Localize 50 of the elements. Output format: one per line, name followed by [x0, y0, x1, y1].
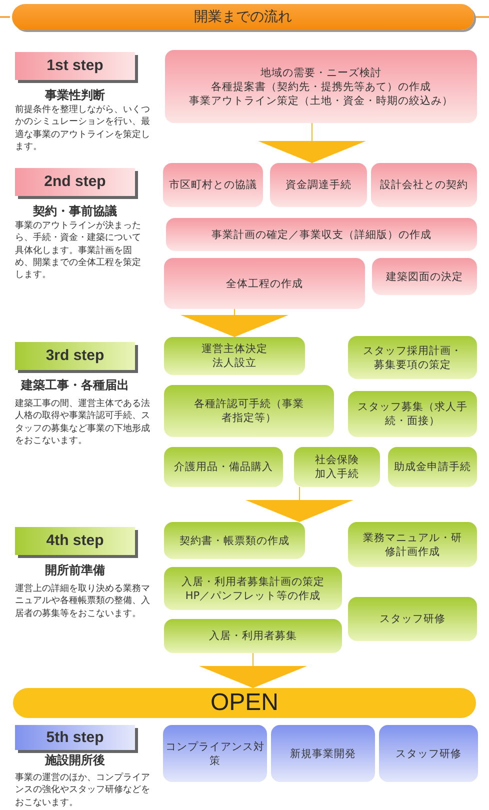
step-description: 運営上の詳細を取り決める業務マニュアルや各種帳票類の整備、入居者の募集等をおこないます。	[15, 583, 150, 620]
task-box: 設計会社との契約	[371, 163, 477, 207]
open-banner: OPEN	[13, 688, 476, 718]
task-box: 全体工程の作成	[164, 258, 365, 309]
step-heading: 事業性判断	[44, 88, 106, 103]
task-text: 事業アウトライン策定（土地・資金・時期の絞込み）	[189, 94, 453, 108]
task-box	[164, 567, 342, 610]
chevron-arrow	[180, 308, 288, 338]
task-text: 各種提案書（契約先・提携先等あて）の作成	[211, 80, 431, 94]
chevron-arrow	[258, 122, 366, 164]
task-box: 社会保険加入手続	[294, 447, 380, 487]
task-box: スタッフ募集（求人手続・面接）	[348, 391, 477, 437]
step-label: 3rd step	[15, 342, 135, 370]
chevron-arrow	[199, 652, 307, 688]
step-label: 2nd step	[15, 168, 135, 196]
step-label: 1st step	[15, 52, 135, 80]
title-banner: 開業までの流れ	[12, 4, 474, 30]
task-text: HP／パンフレット等の作成	[185, 588, 321, 602]
task-box	[165, 50, 477, 123]
task-box: コンプライアンス対策	[163, 725, 267, 782]
task-box: スタッフ研修	[379, 725, 478, 782]
step-heading: 契約・事前協議	[32, 204, 118, 219]
task-box: スタッフ採用計画・募集要項の策定	[348, 336, 477, 379]
task-box: スタッフ研修	[348, 597, 477, 641]
step-label: 4th step	[15, 527, 135, 555]
step-heading: 施設開所後	[44, 753, 106, 768]
task-box: 業務マニュアル・研修計画作成	[348, 522, 477, 567]
task-text: 入居・利用者募集計画の策定	[182, 574, 324, 588]
step-description: 事業の運営のほか、コンプライアンスの強化やスタッフ研修などをおこないます。	[15, 772, 151, 809]
step-heading: 建築工事・各種届出	[19, 378, 130, 393]
task-box	[164, 337, 305, 375]
task-box: 建築図面の決定	[372, 258, 477, 295]
task-text: 運営主体決定	[202, 342, 268, 356]
task-box: 事業計画の確定／事業収支（詳細版）の作成	[166, 218, 477, 251]
task-box: 助成金申請手続	[388, 447, 477, 487]
task-box: 介護用品・備品購入	[164, 447, 283, 487]
task-box: 契約書・帳票類の作成	[164, 522, 305, 559]
task-box: 入居・利用者募集	[164, 619, 342, 653]
step-description: 事業のアウトラインが決まったら、手続・資金・建築について具体化します。事業計画を固め、開業までの全体工程を策定します。	[15, 220, 142, 282]
step-label: 5th step	[15, 725, 135, 750]
task-box: 新規事業開発	[271, 725, 375, 782]
task-box: 資金調達手続	[270, 163, 367, 207]
chevron-arrow	[246, 486, 354, 522]
step-heading: 開所前準備	[44, 563, 106, 578]
step-description: 前提条件を整理しながら、いくつかのシミュレーションを行い、最適な事業のアウトラインを策定します。	[15, 104, 151, 154]
task-text: 法人設立	[212, 356, 256, 370]
step-description: 建築工事の間、運営主体である法人格の取得や事業許認可手続、スタッフの募集など事業の下地形成をおこないます。	[15, 398, 150, 448]
task-text: 地域の需要・ニーズ検討	[260, 66, 382, 80]
task-box: 市区町村との協議	[163, 163, 263, 207]
task-box: 各種許認可手続（事業者指定等）	[164, 385, 334, 437]
